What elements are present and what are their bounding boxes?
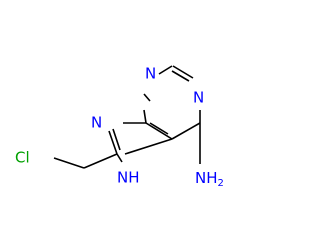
bond-c4-n7a — [143, 109, 147, 124]
bond-c5-n9 — [124, 138, 173, 155]
atom-nh2-label: NH2 — [195, 169, 224, 190]
bond-c8-n9 — [116, 153, 123, 163]
atom-n1-label: N — [193, 89, 204, 107]
bond-c5-c4-inner — [149, 122, 169, 135]
atom-n9h-label: NH — [117, 169, 140, 187]
bond-c2-n1-outer — [172, 65, 194, 79]
atom-nh2-main: NH — [195, 169, 218, 187]
molecule-structure: N N N NH Cl NH2 — [15, 65, 224, 190]
bond-c6-c5 — [171, 122, 201, 140]
atom-n3-label: N — [145, 65, 156, 83]
atom-cl-label: Cl — [15, 149, 30, 167]
bond-n7-c8-inner — [112, 128, 121, 151]
bond-c8-ch2 — [83, 153, 118, 169]
bond-c2-n1-inner — [171, 70, 190, 82]
bond-c5-c4-outer — [145, 122, 173, 140]
bond-n7-c8-outer — [108, 130, 118, 155]
atom-nh2-subscript: 2 — [218, 178, 224, 189]
bond-c4-n3 — [143, 93, 151, 102]
bond-n3-c2 — [158, 65, 173, 75]
bond-ch2-cl — [53, 157, 85, 169]
atom-n7-label: N — [91, 114, 102, 132]
